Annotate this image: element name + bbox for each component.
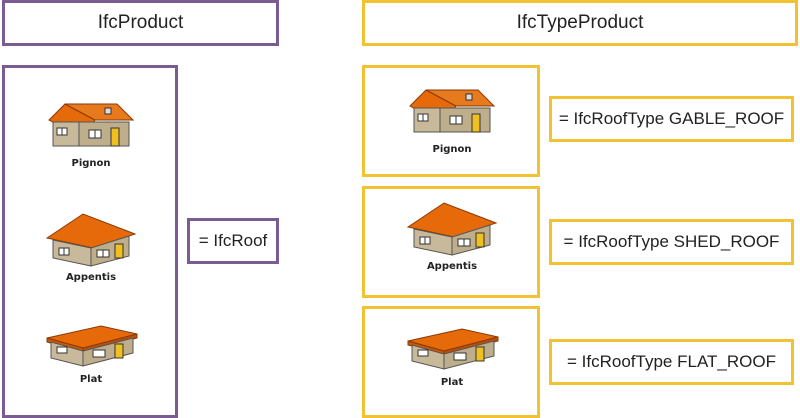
ifcroof-label: = IfcRoof [198,231,268,250]
flat-house-icon [407,328,499,370]
house-caption-pignon: Pignon [71,158,111,169]
gable-house-icon [48,103,135,147]
type-house-flat: Plat [392,323,512,388]
gable-roof-type-label: = IfcRoofType GABLE_ROOF [558,109,785,128]
type-panel-gable: Pignon [362,65,540,177]
shed-roof-type-label: = IfcRoofType SHED_ROOF [563,232,780,251]
ifcproduct-header-label: IfcProduct [97,12,184,33]
type-house-shed: Appentis [392,197,512,272]
product-house-shed: Appentis [31,208,151,283]
ifctypeproduct-header: IfcTypeProduct [362,0,798,46]
type-panel-shed: Appentis [362,186,540,298]
house-caption-plat: Plat [79,374,103,385]
gable-house-icon [409,89,496,133]
flat-roof-type-label: = IfcRoofType FLAT_ROOF [567,352,776,371]
shed-house-icon [406,202,498,256]
shed-house-icon [45,213,137,267]
shed-roof-type-label-box: = IfcRoofType SHED_ROOF [549,219,794,265]
gable-roof-type-label-box: = IfcRoofType GABLE_ROOF [549,96,794,142]
flat-roof-type-label-box: = IfcRoofType FLAT_ROOF [549,339,794,385]
ifctypeproduct-header-label: IfcTypeProduct [516,12,644,33]
flat-house-icon [46,325,138,367]
type-panel-flat: Plat [362,306,540,418]
type-house-gable: Pignon [392,84,512,155]
product-house-flat: Plat [31,320,151,385]
type-caption-plat: Plat [440,377,464,388]
ifcroof-label-box: = IfcRoof [187,218,279,264]
type-caption-appentis: Appentis [426,261,478,272]
product-house-gable: Pignon [31,98,151,169]
type-caption-pignon: Pignon [432,144,472,155]
ifcproduct-header: IfcProduct [2,0,279,46]
product-panel: Pignon Appentis Plat [2,65,178,418]
house-caption-appentis: Appentis [65,272,117,283]
